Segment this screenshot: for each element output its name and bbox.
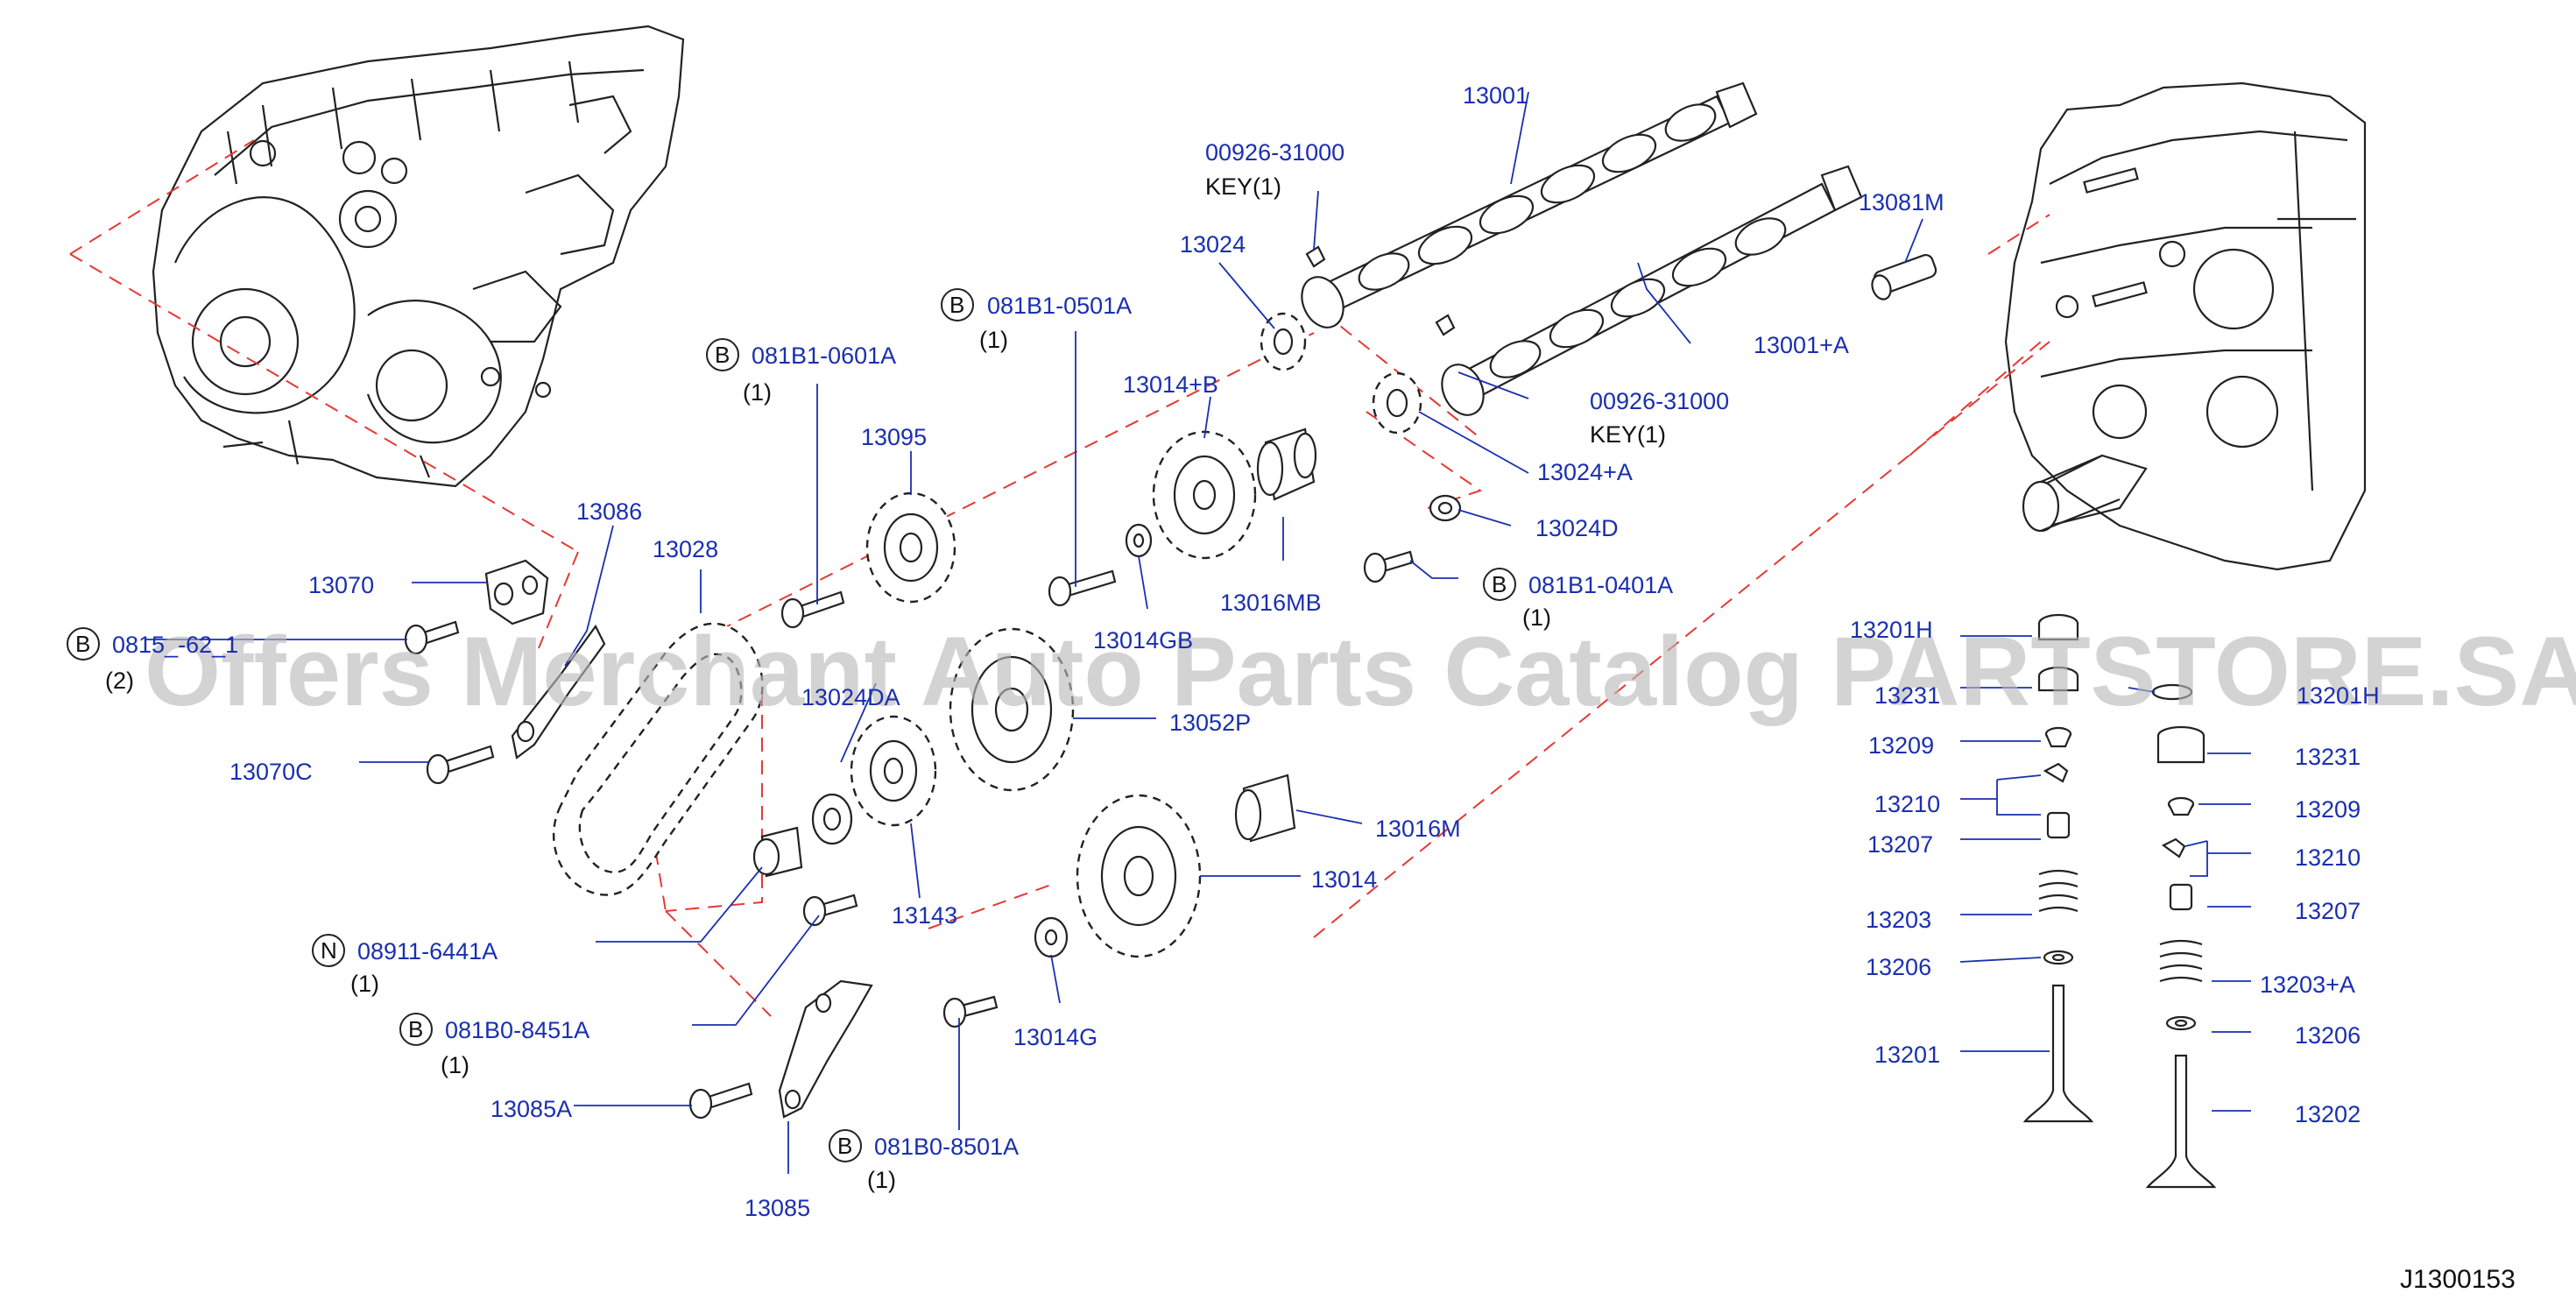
bolt-b-icon xyxy=(829,1129,862,1162)
part-label: 13231 xyxy=(1874,682,1940,709)
qty-label: (1) xyxy=(441,1052,469,1078)
nut-n-icon xyxy=(312,934,345,967)
washers-and-bushings xyxy=(752,427,1462,958)
gear-13095 xyxy=(865,491,956,604)
valve-assembly-left xyxy=(2022,613,2094,1123)
part-label: 13001+A xyxy=(1754,332,1849,358)
leader-lines xyxy=(145,91,2251,1174)
part-label: 13206 xyxy=(2295,1022,2361,1049)
gear-13143 xyxy=(850,715,937,827)
qty-label: (1) xyxy=(867,1167,896,1193)
cam-sprockets xyxy=(1260,312,1422,435)
nut-n-letter: N xyxy=(321,937,337,964)
part-label: 13209 xyxy=(2295,796,2361,823)
bolt-b-letter: B xyxy=(408,1016,423,1042)
part-label: 13231 xyxy=(2295,744,2361,770)
camshaft-13001 xyxy=(1301,81,1758,329)
part-label: 13206 xyxy=(1866,954,1931,980)
part-label: 13201 xyxy=(1874,1042,1940,1068)
woodruff-keys xyxy=(1305,245,1456,336)
engine-block-left-drawing xyxy=(152,25,685,488)
part-label: 13203 xyxy=(1866,907,1931,933)
part-label: 13016M xyxy=(1375,816,1461,842)
part-label: 13024DA xyxy=(801,684,900,710)
qty-label: (1) xyxy=(350,971,379,997)
camshaft-13001-a xyxy=(1441,165,1863,416)
qty-label: (1) xyxy=(979,327,1008,353)
part-label: 081B1-0601A xyxy=(752,343,896,369)
part-label: 13203+A xyxy=(2260,971,2355,998)
sensor-13081m xyxy=(1871,253,1937,300)
part-label: 13014+B xyxy=(1123,371,1218,398)
bolt-b-letter: B xyxy=(715,342,730,368)
watermark-text: Offers Merchant Auto Parts Catalog PARTS… xyxy=(145,617,2576,726)
reference-dashed-lines xyxy=(69,139,2050,1017)
engine-block-right-drawing xyxy=(2004,81,2367,571)
valve-assembly-right xyxy=(2145,683,2217,1189)
part-label: 13024 xyxy=(1180,231,1246,258)
gear-13052p xyxy=(949,627,1075,792)
gear-13014-b xyxy=(1152,430,1257,560)
part-label: 08911-6441A xyxy=(357,938,498,964)
bolts xyxy=(404,550,1415,1120)
bolt-b-icon xyxy=(67,627,100,661)
part-label: 13210 xyxy=(2295,844,2361,871)
bolt-b-letter: B xyxy=(1492,571,1507,597)
bolt-b-icon xyxy=(1483,568,1516,601)
part-label: 13001 xyxy=(1463,82,1528,109)
bolt-b-icon xyxy=(399,1013,433,1046)
part-label: 00926-31000 xyxy=(1590,388,1729,414)
bolt-b-letter: B xyxy=(837,1133,852,1159)
part-label: 13085 xyxy=(745,1195,810,1221)
chain-guide-13085 xyxy=(778,979,873,1119)
part-label: 13028 xyxy=(653,536,718,562)
part-label: 13202 xyxy=(2295,1101,2361,1127)
part-label: 13081M xyxy=(1859,189,1944,215)
bolt-b-icon xyxy=(941,288,974,321)
part-label: 13070C xyxy=(229,759,313,785)
bolt-b-letter: B xyxy=(75,631,90,657)
part-label: 13070 xyxy=(308,572,374,598)
part-label: 13024D xyxy=(1535,515,1619,541)
part-label: 13207 xyxy=(2295,898,2361,924)
part-label: 13014GB xyxy=(1093,627,1193,654)
part-label: 13095 xyxy=(861,424,927,450)
part-label: 13207 xyxy=(1867,831,1933,858)
part-label: 081B1-0401A xyxy=(1528,572,1673,598)
timing-chain-13028 xyxy=(552,622,764,896)
chain-guide-13086 xyxy=(511,624,606,760)
gear-13014 xyxy=(1076,794,1202,958)
part-label: 0815_-62_1 xyxy=(112,632,238,658)
part-label: 081B0-8501A xyxy=(874,1134,1019,1160)
qty-label: KEY(1) xyxy=(1590,421,1666,448)
part-label: 13143 xyxy=(892,902,957,929)
part-label: 00926-31000 xyxy=(1205,139,1344,166)
part-label: 13052P xyxy=(1169,710,1251,736)
part-label: 13016MB xyxy=(1220,590,1322,616)
part-label: 13086 xyxy=(576,498,642,525)
part-label: 13014G xyxy=(1013,1024,1097,1050)
qty-label: (1) xyxy=(1522,604,1551,631)
diagram-id: J1300153 xyxy=(2400,1265,2516,1294)
part-label: 13210 xyxy=(1874,791,1940,817)
qty-label: (1) xyxy=(743,379,772,406)
part-label: 081B0-8451A xyxy=(445,1017,589,1043)
bolt-b-letter: B xyxy=(949,292,964,318)
part-label: 13209 xyxy=(1868,732,1934,759)
part-label: 13014 xyxy=(1311,866,1377,893)
part-label: 13085A xyxy=(490,1096,572,1122)
qty-label: (2) xyxy=(105,668,134,694)
part-label: 081B1-0501A xyxy=(987,293,1132,319)
part-label: 13024+A xyxy=(1537,459,1633,485)
part-labels: 13001 00926-31000 KEY(1) 13024 13081M B … xyxy=(67,82,2380,1221)
part-label: 13201H xyxy=(1850,617,1933,643)
tensioner-13070 xyxy=(484,559,549,625)
part-label: 13201H xyxy=(2297,682,2380,709)
bolt-b-icon xyxy=(706,338,739,371)
qty-label: KEY(1) xyxy=(1205,173,1281,200)
